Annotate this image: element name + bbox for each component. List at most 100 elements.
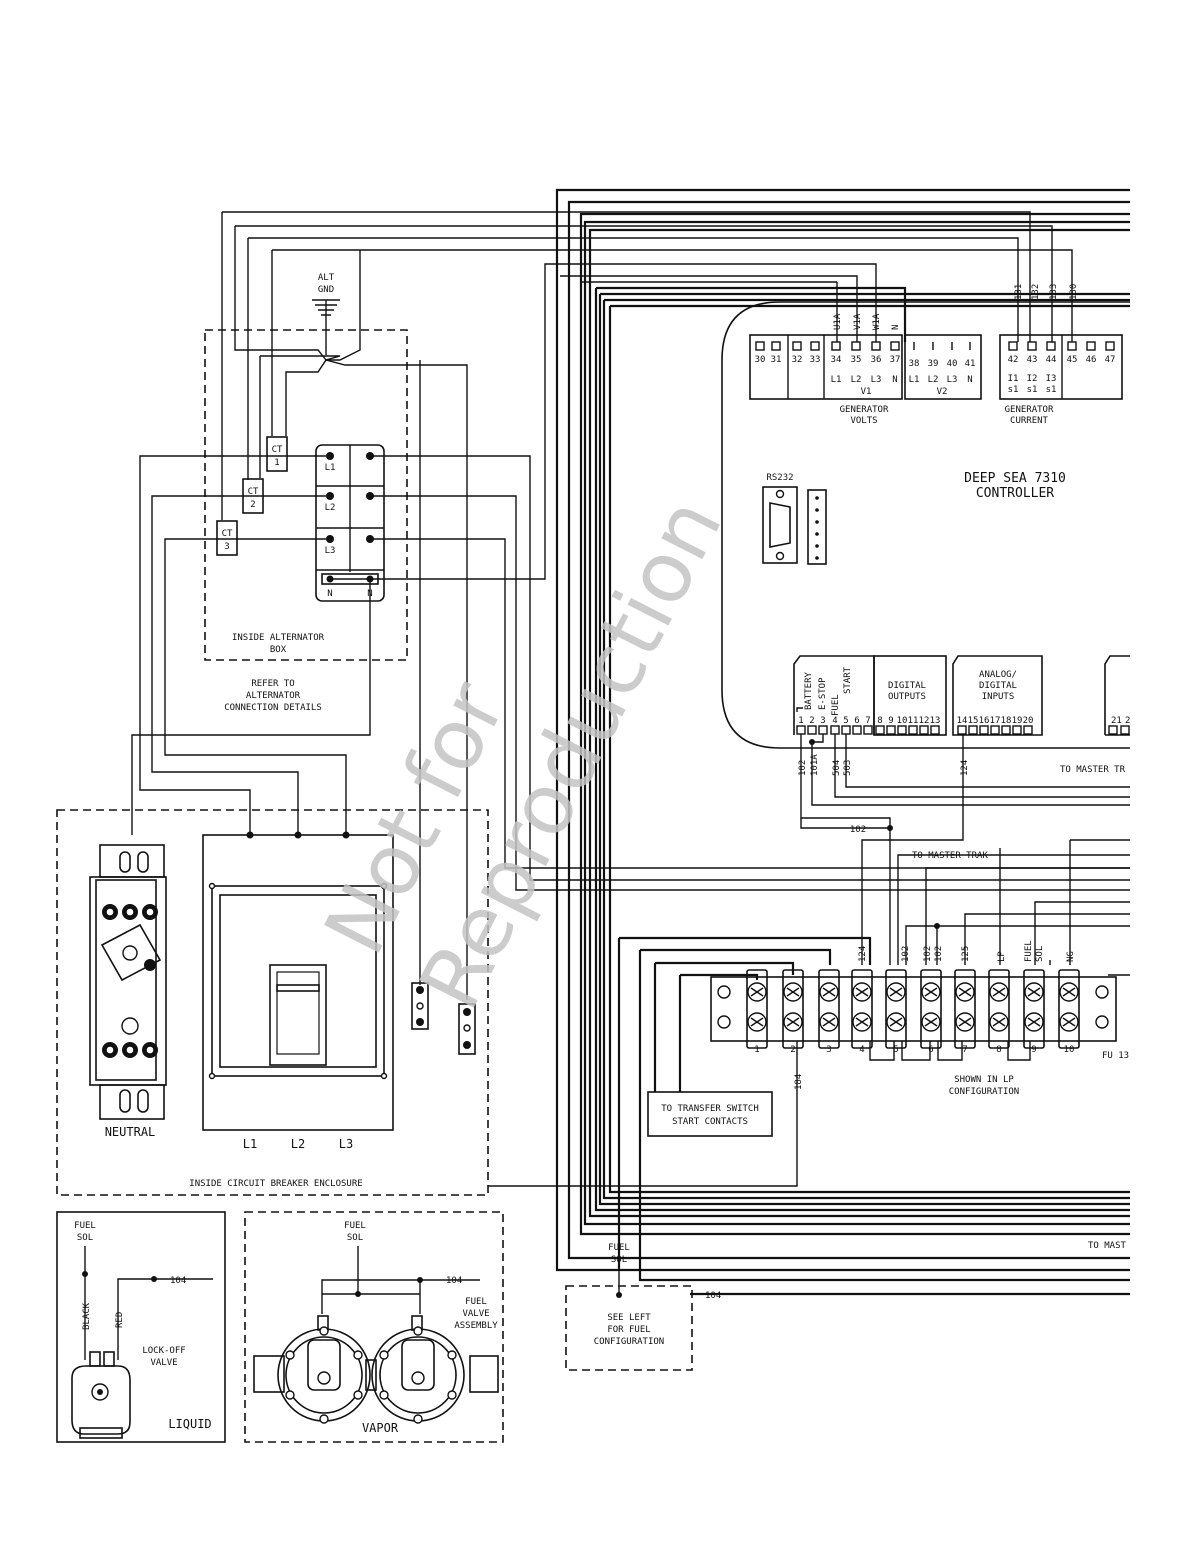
svg-text:CT: CT [272,445,283,455]
terminal-number: 5 [843,716,848,726]
svg-text:CT: CT [248,487,259,497]
svg-text:CONNECTION DETAILS: CONNECTION DETAILS [224,703,322,713]
current-label: I2 [1027,374,1038,384]
ct-1: CT 1 [266,436,288,472]
terminal [863,725,873,735]
screw-slot [822,1017,836,1027]
neutral-bar: NEUTRAL [89,844,167,1139]
svg-text:1: 1 [274,458,279,468]
svg-text:SHOWN IN LP: SHOWN IN LP [954,1075,1014,1085]
svg-text:GENERATOR: GENERATOR [840,405,889,415]
svg-text:503: 503 [843,760,853,776]
terminal-number: 45 [1067,355,1078,365]
svg-text:VOLTS: VOLTS [850,416,877,426]
svg-text:3: 3 [224,542,229,552]
svg-text:FUEL: FUEL [831,694,841,716]
svg-text:RS232: RS232 [766,473,793,483]
svg-text:TO MASTER TRAK: TO MASTER TRAK [912,851,988,861]
master-trak-label-lower: TO MAST [1088,1241,1127,1251]
strip-terminal-number: 10 [1064,1045,1075,1055]
svg-text:L3: L3 [325,546,336,556]
svg-text:ASSEMBLY: ASSEMBLY [454,1321,498,1331]
terminal-number: 11 [908,716,919,726]
alternator-terminal-block: L1 L2 L3 N N [315,444,385,602]
terminal [1046,341,1056,351]
screw-slot [1027,987,1041,997]
current-sub: s1 [1027,385,1038,395]
svg-text:FOR FUEL: FOR FUEL [607,1325,650,1335]
svg-text:SOL: SOL [611,1255,627,1265]
svg-text:SOL: SOL [1035,946,1045,962]
svg-text:CURRENT: CURRENT [1010,416,1049,426]
transfer-switch-note: TO TRANSFER SWITCH START CONTACTS 184 [488,1041,804,1187]
terminal-number: 32 [792,355,803,365]
svg-text:GENERATOR: GENERATOR [1005,405,1054,415]
terminal-number: 13 [930,716,941,726]
svg-text:SOL: SOL [347,1233,363,1243]
screw-slot [750,987,764,997]
svg-text:102: 102 [923,946,933,962]
svg-text:DEEP SEA 7310: DEEP SEA 7310 [964,471,1066,486]
svg-text:V1A: V1A [853,313,863,330]
svg-text:GND: GND [318,285,334,295]
svg-text:FUEL: FUEL [74,1221,96,1231]
terminal-number: 18 [1001,716,1012,726]
terminal [990,725,1000,735]
terminal-number: 36 [871,355,882,365]
svg-text:ANALOG/: ANALOG/ [979,670,1017,680]
phase-label: N [967,375,972,385]
terminal-number: 3 [820,716,825,726]
terminal [796,725,806,735]
terminal-cell [1058,969,1080,1049]
generator-volts-block: V1 GENERATOR VOLTS [749,334,903,426]
strip-terminal-number: 6 [928,1045,933,1055]
screw-slot [924,987,938,997]
svg-text:INSIDE ALTERNATOR: INSIDE ALTERNATOR [232,633,325,643]
svg-text:DIGITAL: DIGITAL [888,681,926,691]
svg-text:FUEL: FUEL [608,1243,630,1253]
terminal [957,725,967,735]
svg-text:L3: L3 [339,1137,353,1151]
svg-text:L1: L1 [243,1137,257,1151]
svg-text:102: 102 [934,946,944,962]
terminal [755,341,765,351]
rs232-port: RS232 [762,473,827,565]
screw-slot [924,1017,938,1027]
terminal-number: 31 [771,355,782,365]
controller-bottom-wires: 102 101A 504 503 124 TO MASTER TR 102 [798,734,1130,965]
svg-text:104: 104 [705,1291,721,1301]
terminal-number: 34 [831,355,842,365]
controller: DEEP SEA 7310 CONTROLLER V1 GENERATOR VO… [721,284,1130,749]
strip-terminal-number: 1 [754,1045,759,1055]
terminal [851,341,861,351]
screw-slot [786,987,800,997]
svg-text:CONTROLLER: CONTROLLER [976,486,1054,501]
terminal-strip-wires: TO MASTER TRAK [897,839,1130,976]
terminal-number: 15 [968,716,979,726]
screw-slot [822,987,836,997]
svg-text:21: 21 [1111,716,1122,726]
fuel-config-note: FUEL SOL SEE LEFT FOR FUEL CONFIGURATION… [565,1243,721,1371]
current-label: I3 [1046,374,1057,384]
svg-text:BLACK: BLACK [82,1302,92,1330]
terminal [968,725,978,735]
terminal [886,725,896,735]
svg-text:INSIDE CIRCUIT BREAKER ENCLOSU: INSIDE CIRCUIT BREAKER ENCLOSURE [189,1179,362,1189]
phase-label: L1 [909,375,920,385]
terminal-cell [885,969,907,1049]
svg-text:FUEL: FUEL [344,1221,366,1231]
svg-text:101A: 101A [810,754,820,776]
svg-text:ALTERNATOR: ALTERNATOR [246,691,301,701]
generator-current-block: GENERATOR CURRENT [999,334,1123,426]
phase-label: L3 [871,375,882,385]
terminal [1027,341,1037,351]
v2-block: V2 [904,334,982,400]
svg-text:V1: V1 [861,387,872,397]
svg-text:ALT: ALT [318,273,335,283]
terminal-number: 43 [1027,355,1038,365]
svg-text:102: 102 [798,760,808,776]
